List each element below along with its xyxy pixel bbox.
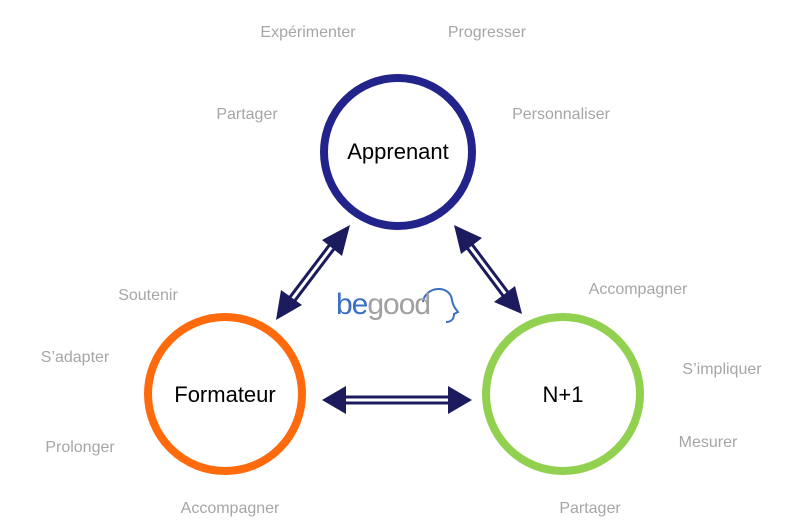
arrow-apprenant-formateur xyxy=(276,225,350,320)
logo-head-icon xyxy=(422,288,460,323)
arrow-formateur-n1 xyxy=(322,386,472,414)
begood-logo: begood xyxy=(336,288,431,322)
apprenant-label: Apprenant xyxy=(347,139,449,164)
logo-good: good xyxy=(367,288,431,321)
arrow-apprenant-n1 xyxy=(454,225,522,314)
apprenant-circle xyxy=(320,74,476,230)
arrowhead-icon xyxy=(322,225,350,256)
formateur-label: Formateur xyxy=(174,382,276,407)
n1-circle xyxy=(482,313,644,475)
label-accompagner-n1: Accompagner xyxy=(588,281,688,298)
arrowhead-icon xyxy=(494,286,522,314)
arrowhead-icon xyxy=(276,290,302,320)
label-personnaliser: Personnaliser xyxy=(512,106,610,123)
arrowhead-icon xyxy=(448,386,472,414)
arrowhead-icon xyxy=(322,386,346,414)
formateur-circle xyxy=(144,313,306,475)
arrowhead-icon xyxy=(454,225,482,254)
label-simpliquer: S’impliquer xyxy=(682,361,762,378)
label-accompagner-formateur: Accompagner xyxy=(180,500,280,517)
label-partager-apprenant: Partager xyxy=(216,106,278,123)
label-sadapter: S’adapter xyxy=(40,349,110,366)
label-experimenter: Expérimenter xyxy=(260,24,356,41)
logo-be: be xyxy=(336,288,368,321)
label-prolonger: Prolonger xyxy=(45,439,115,456)
label-soutenir: Soutenir xyxy=(118,287,178,304)
label-partager-n1: Partager xyxy=(559,500,621,517)
n1-label: N+1 xyxy=(542,382,584,407)
label-progresser: Progresser xyxy=(447,24,527,41)
label-mesurer: Mesurer xyxy=(678,434,738,451)
